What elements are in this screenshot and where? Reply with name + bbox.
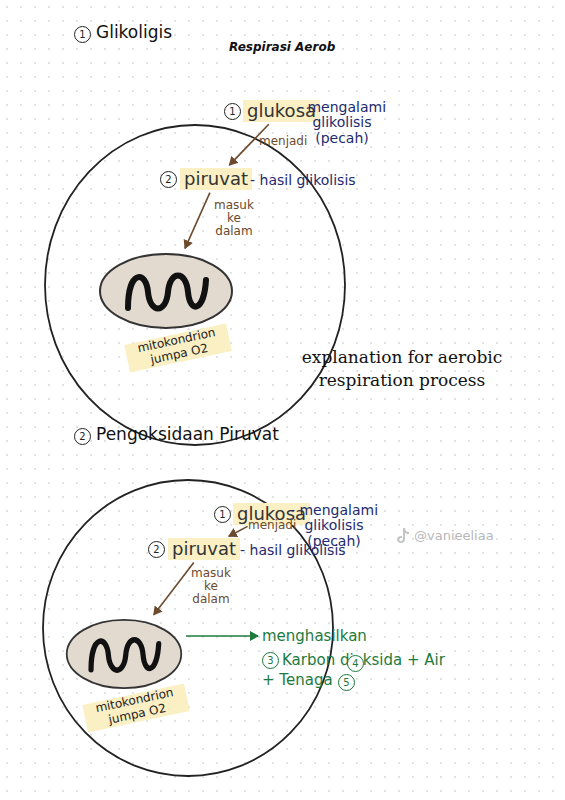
- flow-arrow: [186, 635, 258, 637]
- callout-number: 3: [262, 652, 279, 669]
- edge-label: menjadi: [248, 519, 318, 532]
- page-title: Respirasi Aerob: [229, 40, 335, 54]
- result-text: menghasilkan: [262, 627, 367, 645]
- mitochondrion-shape: [98, 252, 234, 330]
- mitochondrion-label: mitokondrion jumpa O2: [82, 683, 189, 732]
- watermark: @vanieeliaa: [414, 528, 494, 543]
- mitochondrion: mitokondrion jumpa O2: [65, 618, 183, 690]
- callout-number: 1: [224, 103, 241, 120]
- section-heading: Glikoligis: [96, 22, 172, 42]
- highlight-term: piruvat: [180, 168, 252, 190]
- section-heading: Pengoksidaan Piruvat: [96, 424, 279, 444]
- callout-number: 4: [347, 655, 364, 672]
- callout-number: 2: [74, 428, 91, 445]
- callout-number: 2: [160, 171, 177, 188]
- mitochondrion-shape: [65, 618, 183, 690]
- mitochondrion: mitokondrion jumpa O2: [98, 252, 234, 330]
- side-note: - hasil glikolisis: [250, 172, 356, 188]
- caption-note: explanation for aerobic respiration proc…: [282, 346, 522, 392]
- edge-label: masuk ke dalam: [211, 199, 257, 239]
- term-text: piruvat: [172, 538, 236, 559]
- result-line: menghasilkan: [262, 626, 492, 646]
- flow-arrow: [185, 193, 210, 249]
- flow-arrow: [154, 562, 194, 614]
- callout-number: 5: [338, 674, 355, 691]
- callout-number: 2: [148, 541, 165, 558]
- result-group: menghasilkanKarbon dioksida + Air+ Tenag…: [262, 626, 492, 690]
- callout-number: 1: [74, 26, 91, 43]
- mitochondrion-label: mitokondrion jumpa O2: [124, 323, 231, 372]
- side-note: - hasil glikolisis: [240, 542, 346, 558]
- edge-label: masuk ke dalam: [188, 567, 234, 607]
- term-text: piruvat: [184, 168, 248, 189]
- edge-label: menjadi: [259, 135, 329, 148]
- flow-arrow: [229, 526, 248, 536]
- callout-number: 1: [214, 506, 231, 523]
- result-line: Karbon dioksida + Air: [262, 650, 492, 670]
- tiktok-icon: [397, 528, 409, 543]
- highlight-term: piruvat: [168, 538, 240, 560]
- result-line: + Tenaga: [262, 670, 492, 690]
- result-text: + Tenaga: [262, 671, 333, 689]
